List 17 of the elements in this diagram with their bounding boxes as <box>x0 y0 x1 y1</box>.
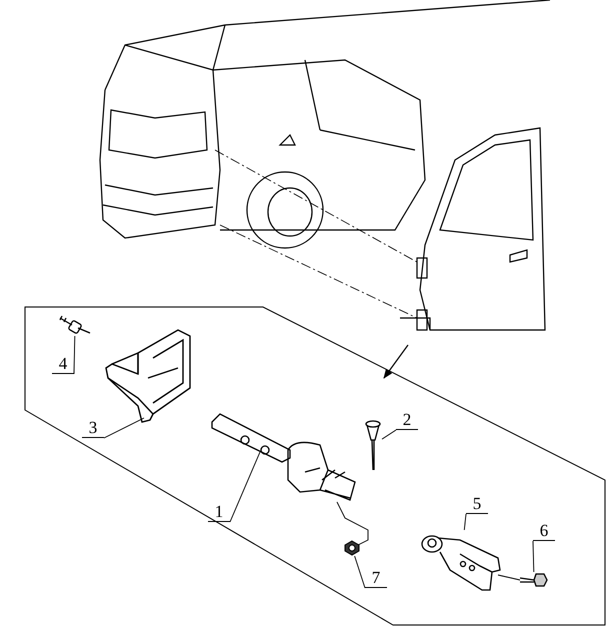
leader-line <box>532 540 534 572</box>
leader-line <box>104 418 144 438</box>
leader-line <box>464 514 466 530</box>
callout-number: 4 <box>52 355 74 374</box>
callout-number: 5 <box>466 495 488 514</box>
leader-line <box>354 556 366 588</box>
callout-number: 2 <box>396 411 418 430</box>
leader-line <box>382 430 396 440</box>
callout-number: 1 <box>208 503 230 522</box>
leader-line <box>498 574 520 580</box>
arrow <box>383 344 408 379</box>
callout-number: 7 <box>365 569 387 588</box>
leader-line <box>230 452 260 522</box>
callout-number: 3 <box>82 419 104 438</box>
leader-line <box>74 336 76 374</box>
callout-number: 6 <box>533 522 555 541</box>
leader-line <box>336 502 368 546</box>
